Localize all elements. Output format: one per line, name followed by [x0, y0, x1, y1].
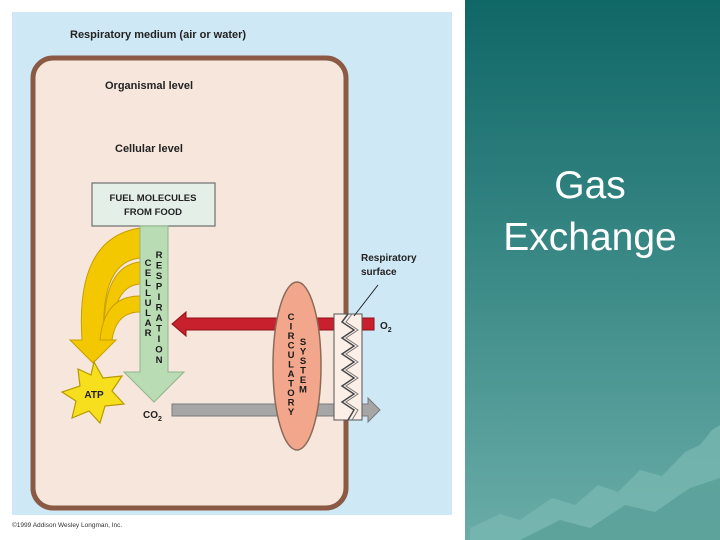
circulatory-letter: U [288, 350, 295, 361]
respiration-letter: N [156, 355, 163, 366]
slide-title-line1: Gas [554, 164, 626, 207]
circulatory-letter: R [288, 331, 295, 342]
system-letter: E [300, 375, 306, 386]
circulatory-letter: A [288, 369, 295, 380]
respiratory-surface-pointer [353, 284, 379, 317]
co2-label: CO2 [143, 410, 162, 423]
cellular-letter: L [145, 278, 151, 289]
cellular-arrow-lower [99, 295, 141, 341]
circulatory-letter: O [287, 388, 294, 399]
system-letter: S [300, 356, 306, 367]
system-letter: S [300, 337, 306, 348]
system-letter: M [299, 385, 307, 396]
circulatory-letter: C [288, 312, 295, 323]
cellular-letter: C [145, 258, 152, 269]
cellular-letter: R [145, 328, 152, 339]
cellular-letter: L [145, 288, 151, 299]
circulatory-letter: T [288, 379, 294, 390]
mountain-shadow [520, 478, 720, 540]
o2-subscript: 2 [388, 327, 392, 334]
o2-label: O2 [380, 321, 392, 334]
respiration-letter: I [158, 334, 161, 345]
fuel-from-food-label: from food [124, 207, 182, 218]
co2-text: CO [143, 410, 158, 421]
circulatory-letter: R [288, 398, 295, 409]
membrane-zigzag-2 [345, 313, 359, 421]
circulatory-letter: L [288, 360, 294, 371]
respiratory-surface-label-2: surface [361, 267, 397, 278]
atp-label: ATP [84, 390, 104, 401]
respiration-letter: R [156, 303, 163, 314]
respiration-letter: S [156, 271, 162, 282]
o2-text: O [380, 321, 388, 332]
cellular-letter: A [145, 318, 152, 329]
teal-panel [465, 0, 720, 540]
respiration-arrow [122, 225, 186, 403]
respiration-letter: P [156, 282, 163, 293]
slide-title: Gas Exchange [470, 160, 710, 264]
respiratory-surface-label: Respiratory [361, 253, 417, 264]
cellular-arrow-outer [68, 227, 141, 364]
respiration-letter: O [155, 345, 162, 356]
fuel-molecules-box [91, 182, 216, 227]
atp-star [60, 360, 126, 425]
membrane-zigzag [340, 313, 356, 421]
respiration-letter: I [158, 292, 161, 303]
respiratory-medium-label: Respiratory medium (air or water) [70, 29, 246, 41]
fuel-molecules-label: Fuel molecules [110, 193, 197, 204]
circulatory-letter: C [288, 341, 295, 352]
respiration-letter: R [156, 250, 163, 261]
copyright-notice: ©1999 Addison Wesley Longman, Inc. [12, 521, 122, 529]
respiration-letter: T [156, 324, 162, 335]
circulatory-letter: I [290, 322, 293, 333]
system-letter: Y [300, 347, 307, 358]
circulatory-system [272, 281, 322, 451]
respiration-letter: A [156, 313, 163, 324]
cellular-level-label: Cellular level [115, 143, 183, 155]
circulatory-letter: Y [288, 407, 295, 418]
slide-title-line2: Exchange [503, 216, 677, 259]
respiration-letter: E [156, 261, 162, 272]
cellular-letter: U [145, 298, 152, 309]
respiratory-surface-membrane [333, 313, 363, 421]
cellular-letter: L [145, 308, 151, 319]
organismal-level-label: Organismal level [105, 80, 193, 92]
co2-subscript: 2 [158, 416, 162, 423]
system-letter: T [300, 366, 306, 377]
cellular-letter: E [145, 268, 151, 279]
